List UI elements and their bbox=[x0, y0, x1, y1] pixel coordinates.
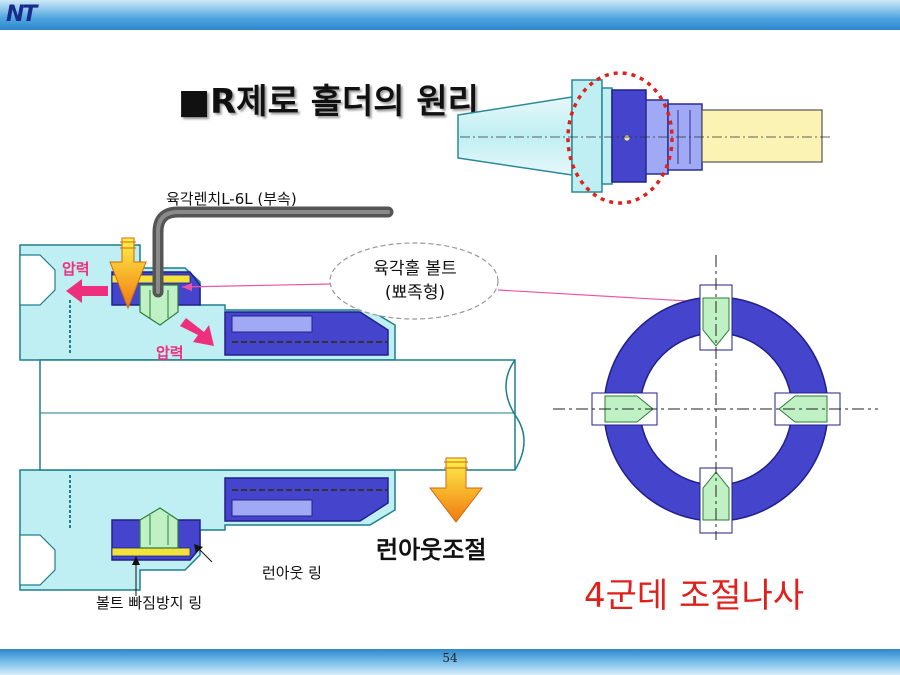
hex-bolt-label-line1: 육각홀 볼트 bbox=[373, 259, 457, 279]
cross-section-illustration bbox=[19, 206, 525, 591]
runout-adjust-label: 런아웃조절 bbox=[376, 536, 487, 564]
runout-ring-label: 런아웃 링 bbox=[262, 564, 322, 582]
pressure-label-top: 압력 bbox=[62, 260, 90, 278]
pressure-diagonal-arrow-icon bbox=[180, 318, 214, 346]
bolt-retainer-ring-label: 볼트 빠짐방지 링 bbox=[96, 594, 203, 612]
slide-title: ■R제로 홀더의 원리 bbox=[178, 82, 479, 122]
hex-wrench-label: 육각렌치L-6L (부속) bbox=[166, 190, 297, 208]
footer-band bbox=[0, 649, 900, 675]
hex-bolt-callout bbox=[329, 242, 499, 320]
ring-cross-section bbox=[553, 255, 878, 540]
hex-bolt-label: 육각홀 볼트 (뾰족형) bbox=[340, 257, 490, 305]
pressure-left-arrow-icon bbox=[66, 279, 108, 303]
header-band bbox=[0, 0, 900, 30]
downward-arrow-icon bbox=[109, 237, 147, 310]
pressure-label-bottom: 압력 bbox=[156, 344, 184, 362]
tool-holder-illustration bbox=[457, 71, 830, 205]
runout-arrow-icon bbox=[428, 457, 484, 523]
hex-bolt-label-line2: (뾰족형) bbox=[384, 283, 446, 303]
page-number: 54 bbox=[442, 651, 458, 665]
four-point-screws-label: 4군데 조절나사 bbox=[584, 576, 805, 616]
company-logo: NT bbox=[6, 2, 37, 27]
